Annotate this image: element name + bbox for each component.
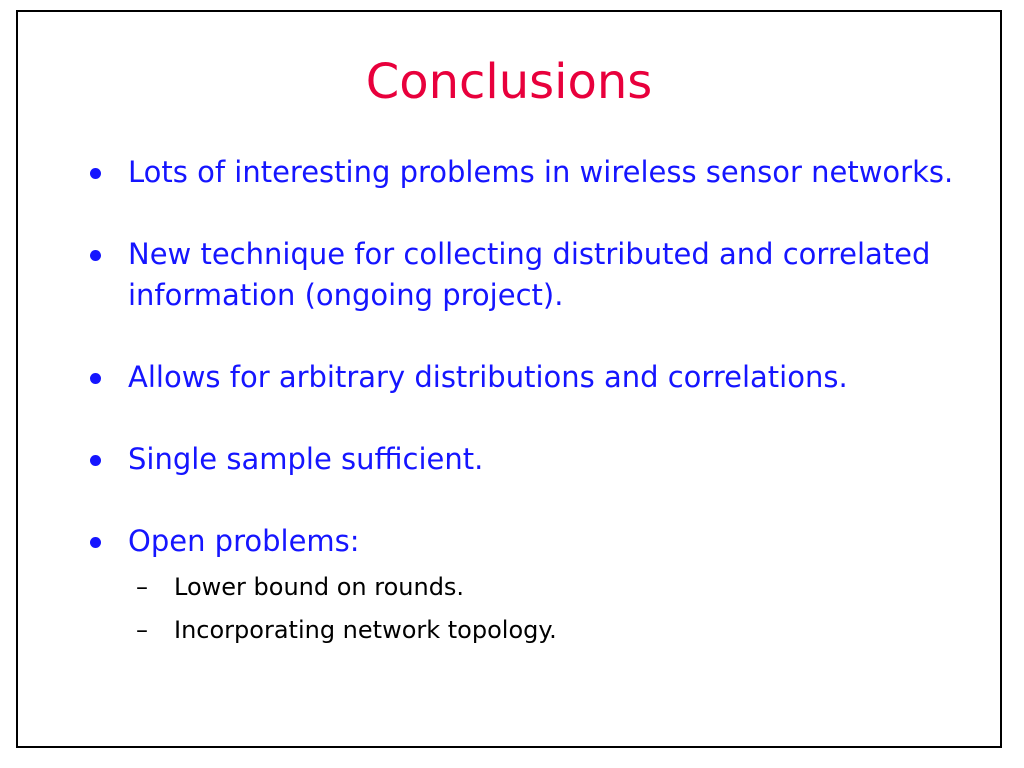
bullet-item: Open problems: – Lower bound on rounds. … [90,521,970,652]
bullet-list: Lots of interesting problems in wireless… [90,152,970,652]
bullet-dot-icon [90,250,101,261]
sub-bullet-text: Lower bound on rounds. [174,573,465,601]
bullet-text: Lots of interesting problems in wireless… [128,155,954,189]
slide-frame: Conclusions Lots of interesting problems… [16,10,1002,748]
bullet-text: Allows for arbitrary distributions and c… [128,360,848,394]
bullet-dot-icon [90,373,101,384]
sub-bullet-item: – Incorporating network topology. [128,609,970,652]
sub-bullet-list: – Lower bound on rounds. – Incorporating… [128,566,970,652]
dash-marker: – [136,573,148,601]
bullet-item: New technique for collecting distributed… [90,234,970,316]
bullet-text: Single sample sufficient. [128,442,484,476]
sub-bullet-text: Incorporating network topology. [174,616,557,644]
bullet-dot-icon [90,168,101,179]
slide-title: Conclusions [365,54,653,110]
bullet-dot-icon [90,537,101,548]
bullet-item: Allows for arbitrary distributions and c… [90,357,970,398]
bullet-text: Open problems: [128,524,360,558]
dash-marker: – [136,616,148,644]
bullet-dot-icon [90,455,101,466]
bullet-text: New technique for collecting distributed… [128,237,931,312]
bullet-item: Lots of interesting problems in wireless… [90,152,970,193]
bullet-item: Single sample sufficient. [90,439,970,480]
sub-bullet-item: – Lower bound on rounds. [128,566,970,609]
